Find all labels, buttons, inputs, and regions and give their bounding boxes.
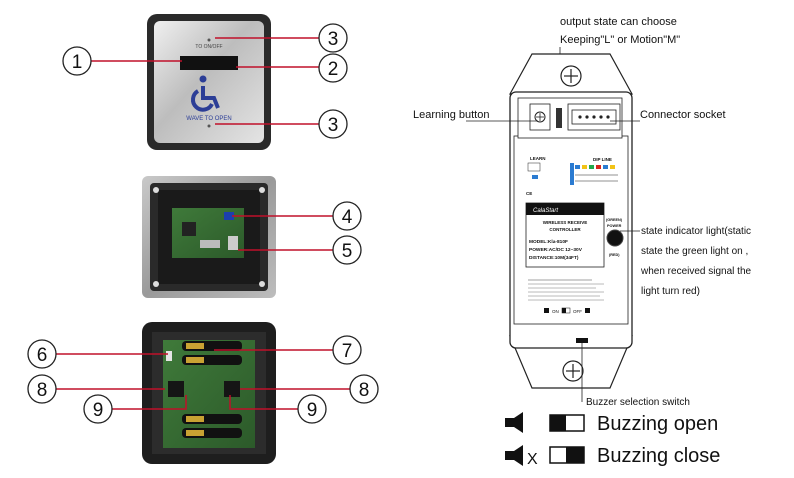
back-plate-photo	[142, 176, 276, 298]
board-top-area: LEARN DIP LINE CE	[526, 156, 618, 196]
callout-2: 2	[236, 53, 348, 83]
speaker-icon	[505, 412, 523, 433]
callout-8-left: 8	[27, 374, 165, 404]
callout-9-left: 9	[83, 394, 187, 424]
svg-text:POWER: POWER	[607, 224, 622, 228]
svg-text:3: 3	[328, 29, 339, 50]
svg-text:state indicator light(static: state indicator light(static	[641, 226, 751, 237]
svg-text:X: X	[527, 451, 538, 468]
svg-text:6: 6	[37, 345, 48, 366]
button-top-text: TO ON/OFF	[195, 44, 222, 50]
indicator-light-part: (GREEN) POWER (RED)	[606, 218, 624, 257]
callout-6: 6	[27, 339, 168, 369]
learning-button-label: Learning button	[413, 109, 538, 122]
svg-text:Learning button: Learning button	[413, 109, 489, 121]
sensor-window	[180, 56, 238, 70]
board-buzzer-legend: ON OFF	[544, 307, 590, 314]
right-screw-hole	[224, 381, 240, 397]
svg-text:Buzzer selection switch: Buzzer selection switch	[586, 397, 690, 408]
connector-socket-label: Connector socket	[610, 109, 726, 122]
svg-text:7: 7	[342, 341, 353, 362]
svg-text:8: 8	[37, 380, 48, 401]
battery-housing-photo	[142, 322, 276, 464]
svg-text:3: 3	[328, 115, 339, 136]
svg-text:LEARN: LEARN	[530, 156, 546, 161]
svg-text:light turn red): light turn red)	[641, 286, 700, 297]
svg-text:OFF: OFF	[573, 309, 582, 314]
svg-text:(GREEN): (GREEN)	[606, 218, 623, 222]
legend-close-text: Buzzing close	[597, 445, 720, 467]
callout-3-top: 3	[215, 23, 348, 53]
callout-3-bottom: 3	[215, 109, 348, 139]
output-state-line1: output state can choose	[560, 16, 677, 28]
svg-text:ON: ON	[552, 309, 559, 314]
wheelchair-icon	[191, 75, 220, 112]
product-label: CalaStart WIRELESS RECEIVE CONTROLLER MO…	[525, 202, 605, 268]
state-indicator-label: state indicator light(static state the g…	[620, 226, 752, 297]
callout-5: 5	[238, 235, 362, 265]
svg-text:CalaStart: CalaStart	[533, 208, 558, 214]
svg-text:when received signal the: when received signal the	[640, 266, 752, 277]
svg-text:2: 2	[328, 59, 339, 80]
callout-7: 7	[214, 335, 362, 365]
buzzer-switch-part	[576, 338, 588, 343]
svg-text:(RED): (RED)	[609, 253, 620, 257]
callout-8-right: 8	[240, 374, 379, 404]
small-print-lines	[528, 279, 604, 301]
svg-text:state the green light on ,: state the green light on ,	[641, 246, 748, 257]
svg-text:CE: CE	[526, 191, 532, 196]
svg-text:Connector socket: Connector socket	[640, 109, 726, 121]
svg-text:DISTANCE:10M(34FT): DISTANCE:10M(34FT)	[529, 255, 579, 261]
legend-open-text: Buzzing open	[597, 413, 718, 435]
svg-text:CONTROLLER: CONTROLLER	[549, 227, 581, 232]
callout-1: 1	[62, 46, 182, 76]
callout-4: 4	[232, 201, 362, 231]
svg-text:1: 1	[72, 52, 83, 73]
legend-buzzing-open: Buzzing open	[505, 412, 718, 435]
svg-text:DIP LINE: DIP LINE	[593, 157, 612, 162]
svg-text:8: 8	[359, 380, 370, 401]
dip-switch-component	[224, 212, 234, 220]
svg-text:MODEL:Kla-810F: MODEL:Kla-810F	[529, 239, 568, 245]
left-screw-hole	[168, 381, 184, 397]
svg-text:WIRELESS RECEIVE: WIRELESS RECEIVE	[543, 220, 588, 225]
buzzer-switch-label: Buzzer selection switch	[581, 343, 690, 408]
svg-text:POWER:AC/DC 12~30V: POWER:AC/DC 12~30V	[529, 247, 583, 253]
button-bottom-text: WAVE TO OPEN	[186, 116, 231, 122]
speaker-muted-icon: X	[505, 445, 538, 468]
button-face-photo: TO ON/OFF WAVE TO OPEN	[147, 14, 271, 150]
svg-text:9: 9	[307, 400, 318, 421]
svg-text:9: 9	[93, 400, 104, 421]
callout-9-right: 9	[229, 394, 327, 424]
legend-buzzing-close: X Buzzing close	[505, 445, 720, 468]
svg-text:5: 5	[342, 241, 353, 262]
button-component	[228, 236, 238, 250]
svg-text:4: 4	[342, 207, 353, 228]
output-state-line2: Keeping"L" or Motion"M"	[560, 34, 680, 46]
